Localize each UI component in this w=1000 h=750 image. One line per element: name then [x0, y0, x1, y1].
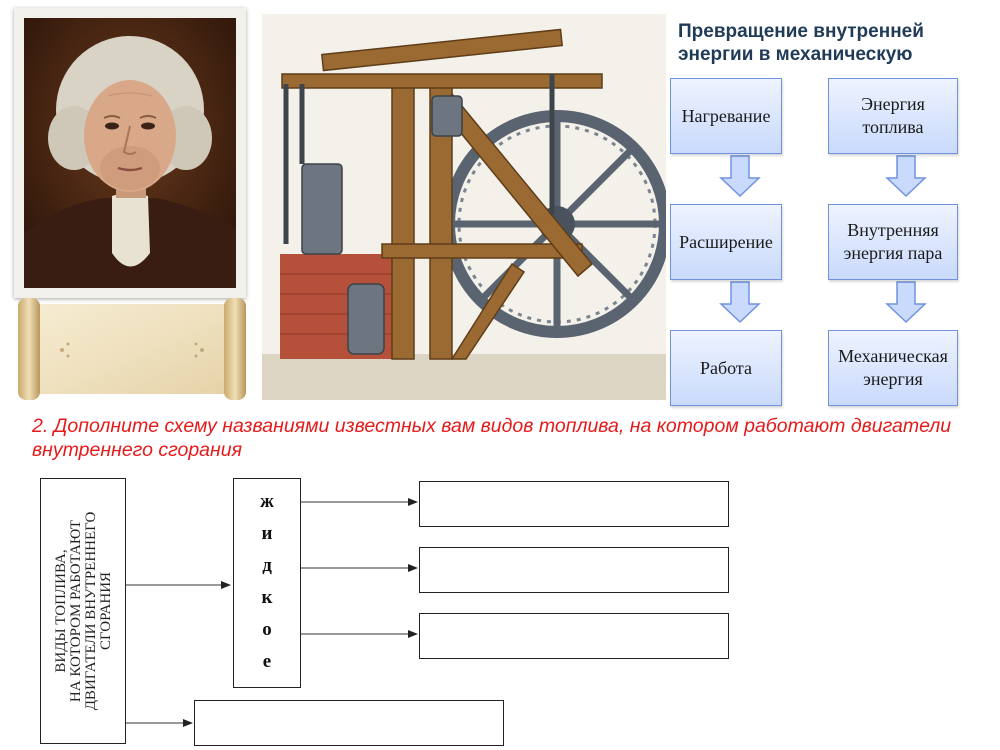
flow-arrows	[719, 155, 927, 324]
fuel-types-label: ВИДЫ ТОПЛИВА, НА КОТОРОМ РАБОТАЮТ ДВИГАТ…	[53, 486, 114, 736]
flow-box-label-line: Внутренняя	[847, 220, 939, 240]
fuel-types-label-line: ВИДЫ ТОПЛИВА,	[53, 549, 69, 673]
liquid-letter: д	[262, 555, 272, 576]
flow-box-label: Внутренняя энергия пара	[844, 219, 943, 265]
flow-box-label-line: энергия пара	[843, 243, 943, 263]
heading-line-2: энергии в механическую	[678, 44, 913, 65]
liquid-letter: о	[262, 619, 272, 640]
liquid-fuel-box: ж и д к о е	[233, 478, 301, 688]
answer-box-liquid-1[interactable]	[419, 481, 729, 527]
liquid-letter: е	[262, 651, 272, 672]
fuel-types-label-line: СГОРАНИЯ	[98, 571, 114, 651]
flow-box-label: Работа	[700, 357, 752, 378]
steam-engine-illustration	[262, 14, 671, 400]
liquid-letter: к	[261, 587, 273, 608]
portrait-photo	[14, 8, 246, 298]
arrow-down-icon	[885, 281, 927, 324]
liquid-letter: ж	[260, 491, 274, 512]
flow-box-work: Работа	[670, 330, 782, 406]
flow-box-expansion: Расширение	[670, 204, 782, 280]
flow-box-label-line: топлива	[862, 117, 924, 137]
flow-box-mechanical-energy: Механическая энергия	[828, 330, 958, 406]
flow-box-heating: Нагревание	[670, 78, 782, 154]
portrait-image	[24, 18, 236, 288]
diagram-heading: Превращение внутренней энергии в механич…	[678, 20, 998, 66]
steam-engine-image	[262, 14, 671, 400]
liquid-letter: и	[261, 523, 273, 544]
arrow-down-icon	[719, 155, 761, 198]
flow-box-fuel-energy: Энергия топлива	[828, 78, 958, 154]
fuel-types-label-line: НА КОТОРОМ РАБОТАЮТ	[68, 519, 84, 703]
arrow-down-icon	[719, 281, 761, 324]
arrow-down-icon	[885, 155, 927, 198]
answer-box-liquid-3[interactable]	[419, 613, 729, 659]
flow-box-label: Энергия топлива	[861, 93, 925, 139]
fuel-types-box: ВИДЫ ТОПЛИВА, НА КОТОРОМ РАБОТАЮТ ДВИГАТ…	[40, 478, 126, 744]
heading-line-1: Превращение внутренней	[678, 21, 924, 42]
task-instruction: 2. Дополните схему названиями известных …	[32, 415, 952, 461]
flow-box-label: Механическая энергия	[838, 345, 948, 391]
flow-box-label: Нагревание	[681, 105, 771, 126]
scroll-image	[18, 298, 246, 400]
answer-box-other[interactable]	[194, 700, 504, 746]
fuel-types-label-line: ДВИГАТЕЛИ ВНУТРЕННЕГО	[83, 511, 99, 711]
flow-box-label: Расширение	[679, 231, 773, 252]
flow-box-label-line: энергия	[863, 369, 923, 389]
flow-box-label-line: Механическая	[838, 346, 948, 366]
flow-box-steam-internal-energy: Внутренняя энергия пара	[828, 204, 958, 280]
flow-box-label-line: Энергия	[861, 94, 925, 114]
scheme-connectors	[126, 498, 418, 727]
parchment-scroll	[14, 296, 250, 402]
answer-box-liquid-2[interactable]	[419, 547, 729, 593]
